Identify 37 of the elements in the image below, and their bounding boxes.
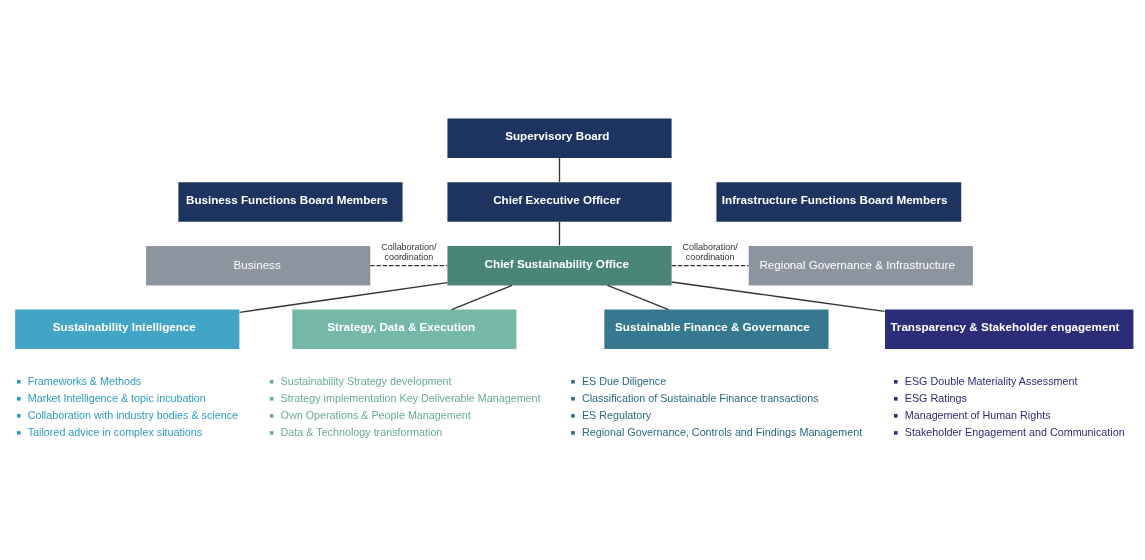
edge-label: Collaboration/ coordination [381,242,437,263]
node-label: ESG Ratings [904,391,967,404]
connector [451,284,513,311]
node-box: Chief Sustainability Office [447,245,672,286]
node-box: Strategy, Data & Execution [292,309,517,350]
node-box: Sustainable Finance & Governance [604,309,829,350]
node-label: Market Intelligence & topic incubation [27,391,206,404]
node-label: ES Due Diligence [581,374,667,387]
node-label: ESG Double Materiality Assessment [904,374,1078,387]
node-box: Chief Executive Officer [447,182,672,222]
connector [239,281,448,313]
node-label: Classification of Sustainable Finance transactions [581,391,819,404]
node-label: Data & Technology transformation [280,425,443,438]
node-label: Sustainability Strategy development [280,374,452,387]
node-box: Business [146,245,371,286]
node-label: ES Regulatory [581,408,652,421]
connector [558,221,561,247]
node-box: Business Functions Board Members [178,182,403,222]
node-label: Frameworks & Methods [27,374,142,387]
connector [369,264,448,267]
node-label: Management of Human Rights [904,408,1051,421]
node-box: Infrastructure Functions Board Members [716,182,962,222]
node-box: Supervisory Board [447,118,672,159]
node-box: Sustainability Intelligence [15,309,240,350]
node-box: Transparency & Stakeholder engagement [885,309,1134,350]
node-box: Regional Governance & Infrastructure [748,245,973,286]
node-label: Strategy implementation Key Deliverable Management [280,391,541,404]
node-label: Regional Governance, Controls and Findings Management [581,425,863,438]
node-label: Stakeholder Engagement and Communication [904,425,1125,438]
connector [671,281,886,312]
connector [606,284,670,311]
connector [671,264,750,267]
node-label: Own Operations & People Management [280,408,471,421]
node-label: Collaboration with industry bodies & science [27,408,239,421]
edge-label: Collaboration/ coordination [682,242,738,263]
node-label: Tailored advice in complex situations [27,425,203,438]
connector [558,157,561,183]
